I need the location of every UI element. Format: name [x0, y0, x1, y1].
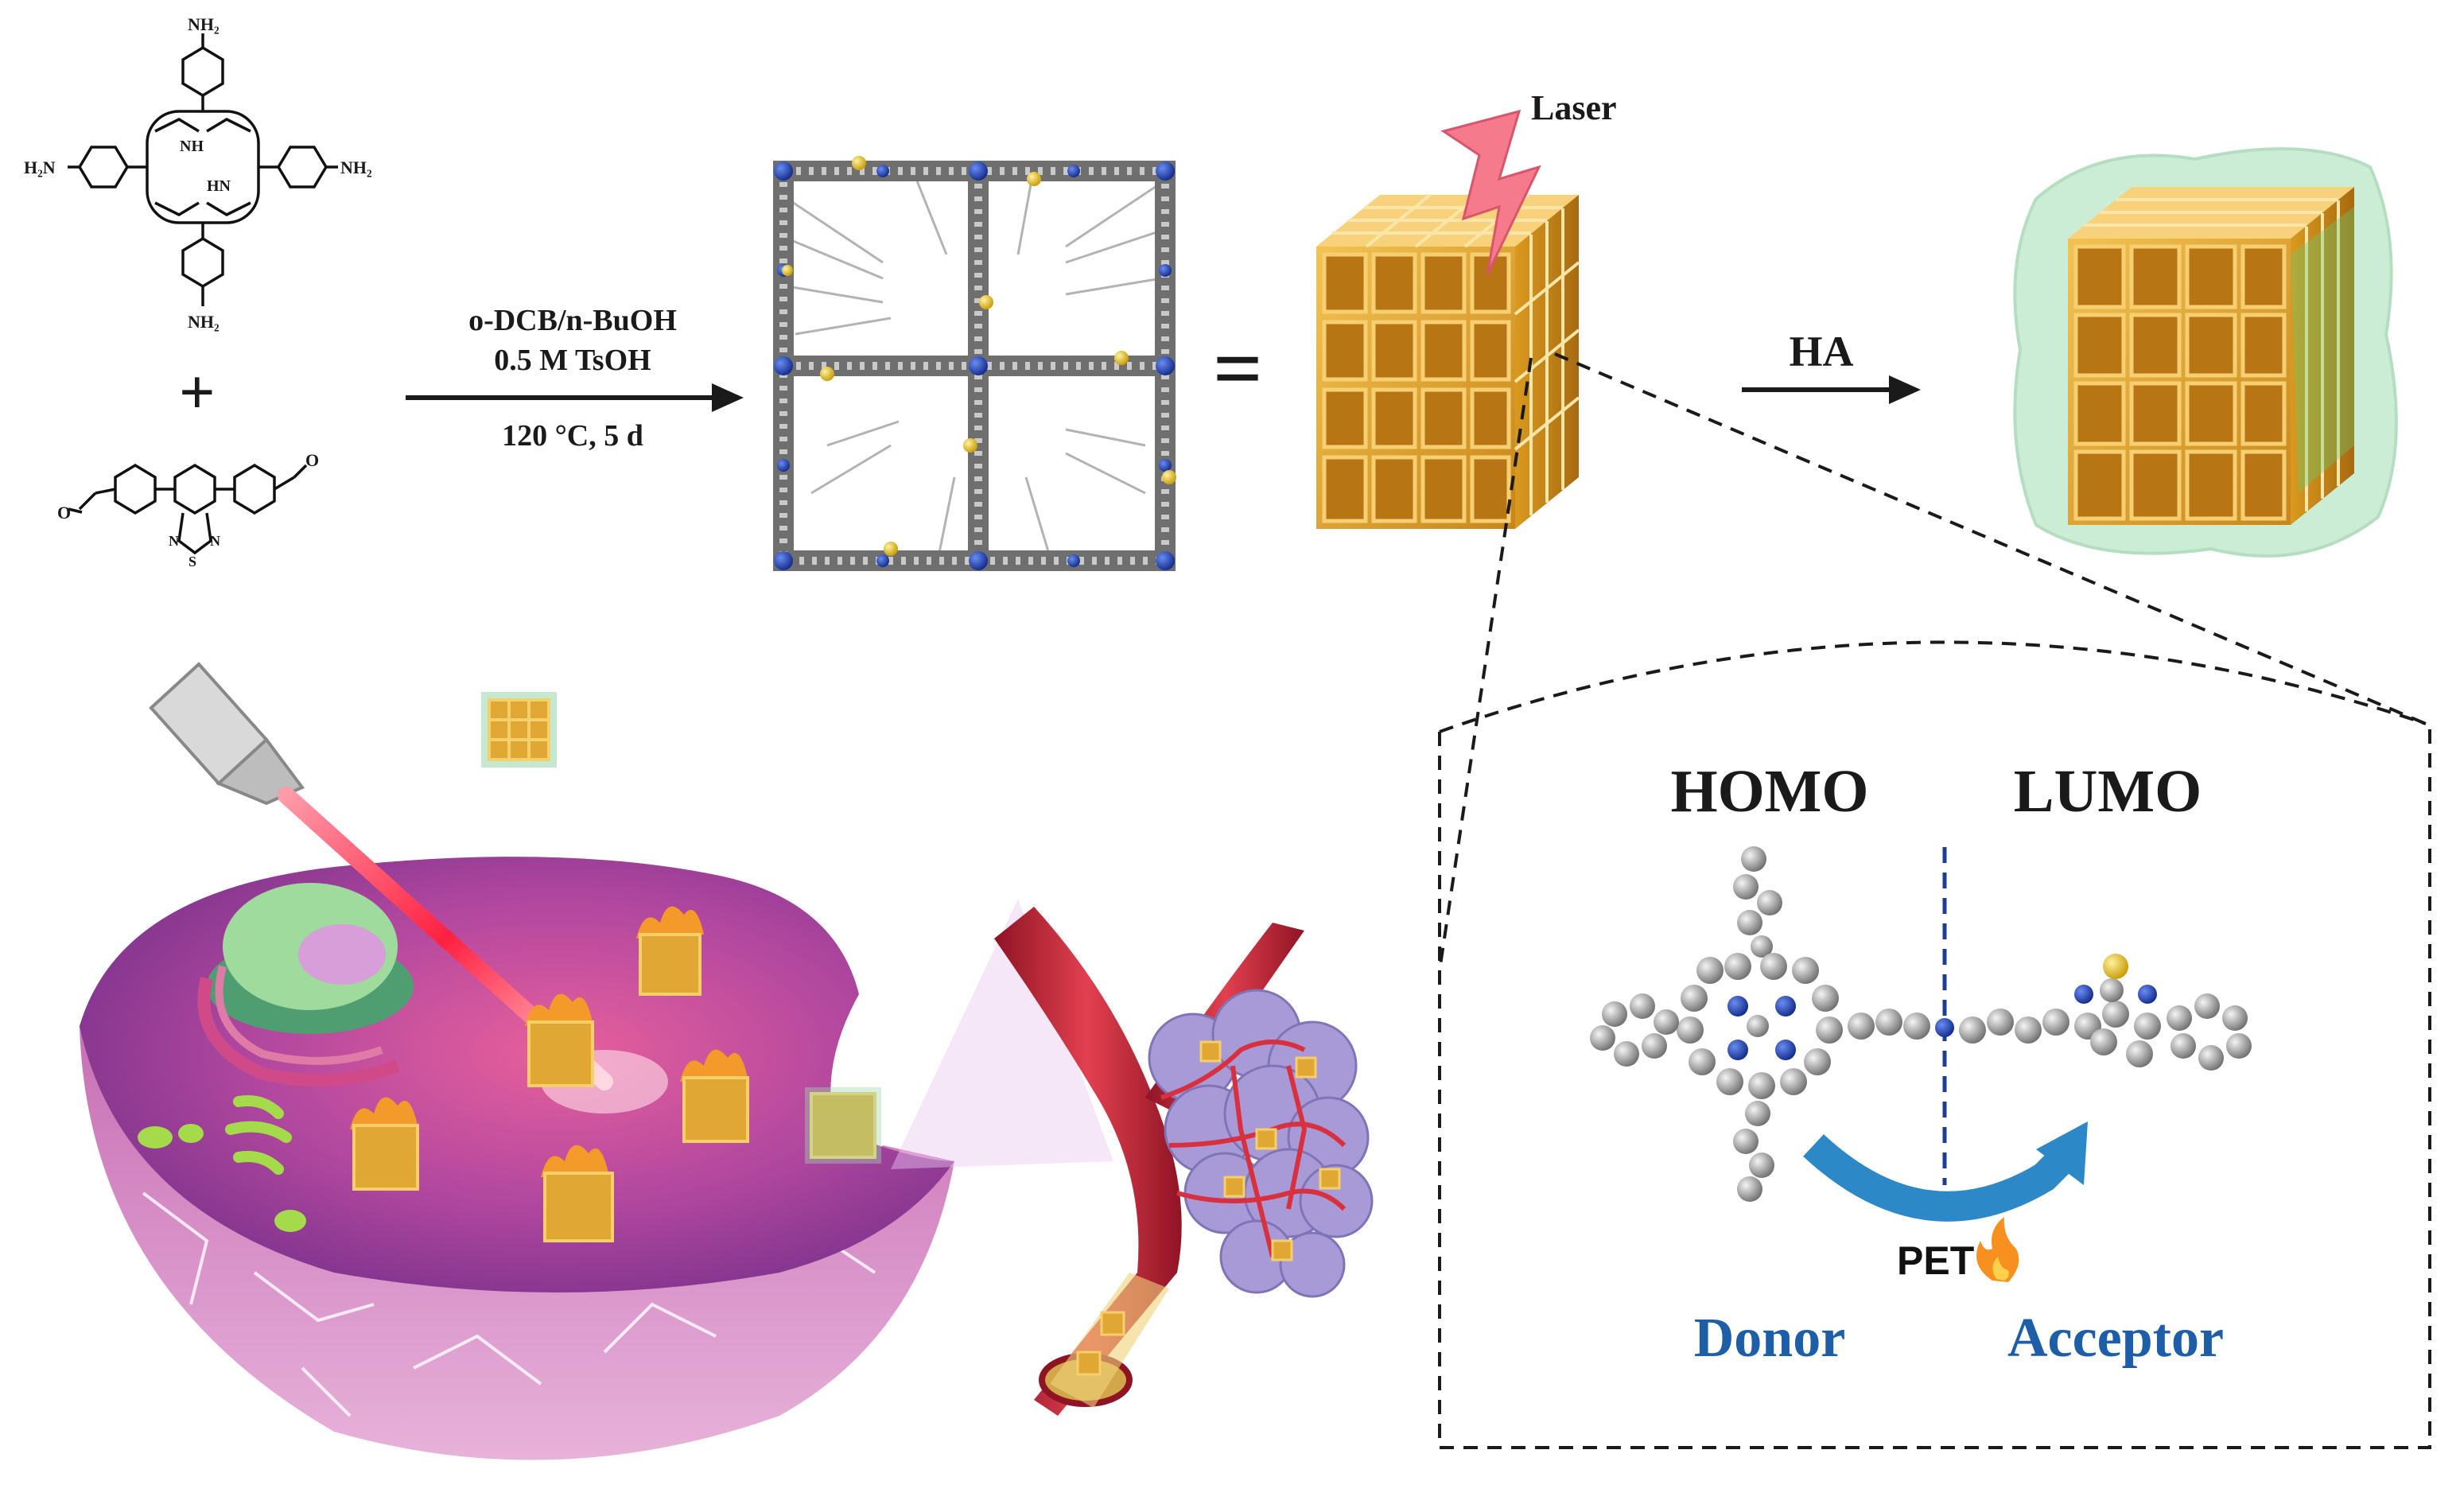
plus-sign: +	[179, 358, 216, 428]
flame-icon	[1976, 1217, 2019, 1282]
floating-nanoparticle	[481, 692, 557, 768]
thiadiazole-n-right: N	[210, 533, 220, 549]
benzothiadiazole-dialdehyde	[68, 463, 308, 555]
pet-label: PET	[1897, 1238, 1974, 1283]
thiadiazole-s: S	[188, 554, 196, 569]
ha-coated-cof-cube	[2013, 147, 2398, 558]
blood-vessel-tumor-illustration	[994, 907, 1374, 1416]
equals-sign: =	[1213, 320, 1263, 417]
pet-transfer-arrow	[1803, 1121, 2088, 1222]
donor-label: Donor	[1694, 1308, 1846, 1369]
pyrrole-hn-label: HN	[207, 177, 231, 195]
porphyrin-monomer	[68, 33, 338, 306]
synthesis-arrow	[406, 383, 744, 412]
donor-acceptor-molecule-model	[1590, 846, 2252, 1202]
tumor-cell-illustration	[80, 662, 954, 1460]
laser-bolt-icon	[1440, 109, 1541, 275]
homo-label: HOMO	[1670, 758, 1868, 825]
reaction-conditions: 120 °C, 5 d	[502, 419, 643, 453]
zoom-callout-lines	[1438, 352, 2427, 971]
aldehyde-o-right: O	[305, 450, 319, 470]
amine-right-label: NH₂	[340, 157, 372, 177]
cof-cube	[1316, 193, 1580, 529]
thiadiazole-n-left: N	[169, 533, 179, 549]
ha-coating-arrow	[1742, 375, 1921, 404]
reaction-acid: 0.5 M TsOH	[494, 344, 651, 377]
homo-lumo-inset-panel	[1438, 724, 2431, 1449]
heated-cof-particles	[350, 906, 881, 1242]
amine-top-label: NH₂	[188, 14, 220, 34]
zoom-cone	[891, 899, 1113, 1169]
ha-label: HA	[1790, 328, 1854, 375]
pyrrole-nh-label: NH	[180, 138, 204, 155]
laser-device	[149, 662, 305, 806]
cof-framework-model	[773, 156, 1176, 571]
aldehyde-o-left: O	[57, 503, 71, 523]
amine-bottom-label: NH₂	[188, 312, 220, 332]
amine-left-label: H₂N	[24, 157, 56, 177]
lumo-label: LUMO	[2014, 758, 2202, 825]
laser-label: Laser	[1531, 88, 1617, 127]
reaction-solvent: o-DCB/n-BuOH	[468, 304, 677, 337]
acceptor-label: Acceptor	[2007, 1308, 2224, 1369]
